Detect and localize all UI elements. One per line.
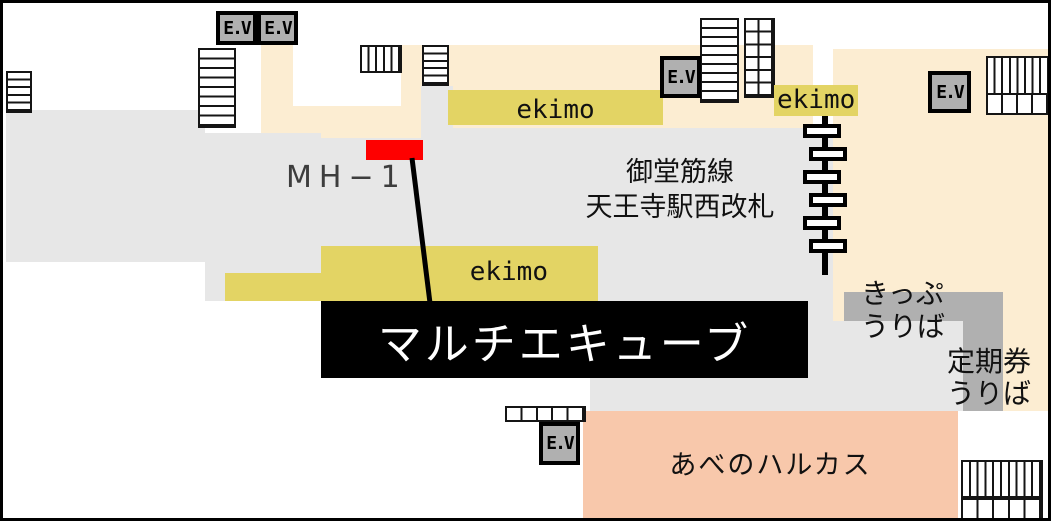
elevator-icon-bottom: E.V: [539, 422, 580, 465]
elevator-icon-top-middle: E.V: [660, 56, 701, 98]
ticket-office-line2: うりば: [861, 310, 946, 343]
west-gate-label: 御堂筋線天王寺駅西改札: [530, 155, 830, 225]
stairs-icon-top-middle-vertical: [422, 45, 449, 86]
elevator-label: E.V: [546, 433, 574, 454]
ekimo-band-lower: [321, 246, 598, 301]
elevator-label: E.V: [264, 17, 292, 39]
ekimo-label-right: ekimo: [774, 85, 859, 117]
commuter-counter-block-vertical: [963, 292, 1003, 411]
multi-ecube-banner: マルチエキューブ: [321, 301, 808, 378]
stairs-icon-right-edge-lower: [986, 93, 1048, 115]
stairs-icon-top-middle-horizontal: [360, 45, 402, 73]
gate-machine-icon: [803, 124, 841, 138]
stairs-icon-bottom-right-upper: [961, 460, 1043, 498]
mh1-location-marker: [366, 140, 423, 160]
elevator-label: E.V: [667, 66, 695, 88]
multi-ecube-label: マルチエキューブ: [377, 318, 752, 370]
commuter-pass-line2: うりば: [946, 377, 1031, 410]
concourse-corridor: [421, 86, 453, 131]
concourse-left: [6, 110, 205, 262]
gate-machine-icon: [803, 216, 841, 230]
elevator-label: E.V: [936, 81, 964, 103]
harukas-area: [583, 411, 958, 518]
elevator-label: E.V: [223, 17, 251, 39]
ekimo-band-top: [448, 90, 663, 125]
stairs-icon-bottom-middle: [505, 406, 586, 422]
gate-machine-icon: [809, 147, 847, 161]
elevator-icon-top-left-a: E.V: [216, 11, 257, 45]
ticket-office-line1: きっぷ: [861, 277, 944, 310]
stairs-icon-top-right-tall: [700, 18, 739, 103]
paid-area-topleft-bridge: [261, 106, 421, 138]
elevator-icon-top-left-b: E.V: [257, 11, 298, 45]
stairs-icon-left-edge: [6, 71, 32, 113]
concourse-right-of-banner: [808, 301, 833, 378]
ekimo-label-top: ekimo: [516, 95, 595, 125]
escalator-grid-icon-top-right: [744, 18, 775, 98]
gate-machine-icon: [809, 193, 847, 207]
elevator-icon-right: E.V: [928, 71, 971, 113]
ticket-office-label: きっぷうりば: [861, 277, 945, 343]
mh1-label: MH−1: [286, 160, 407, 195]
concourse-below-counter: [833, 321, 963, 411]
gate-line2: 天王寺駅西改札: [585, 192, 775, 223]
commuter-pass-label: 定期券うりば: [893, 346, 1031, 410]
stairs-icon-right-edge-upper: [986, 56, 1048, 95]
gate-machine-icon: [809, 239, 847, 253]
ekimo-label-lower: ekimo: [469, 257, 548, 287]
harukas-label: あべのハルカス: [669, 450, 872, 481]
commuter-pass-line1: 定期券: [946, 345, 1031, 378]
stairs-icon-top-left: [198, 48, 236, 128]
stairs-icon-bottom-right-lower: [961, 498, 1043, 518]
ekimo-band-lower-left: [225, 273, 321, 301]
gate-line1: 御堂筋線: [626, 157, 734, 188]
gate-machine-icon: [803, 170, 841, 184]
concourse-above-harukas: [590, 378, 833, 411]
